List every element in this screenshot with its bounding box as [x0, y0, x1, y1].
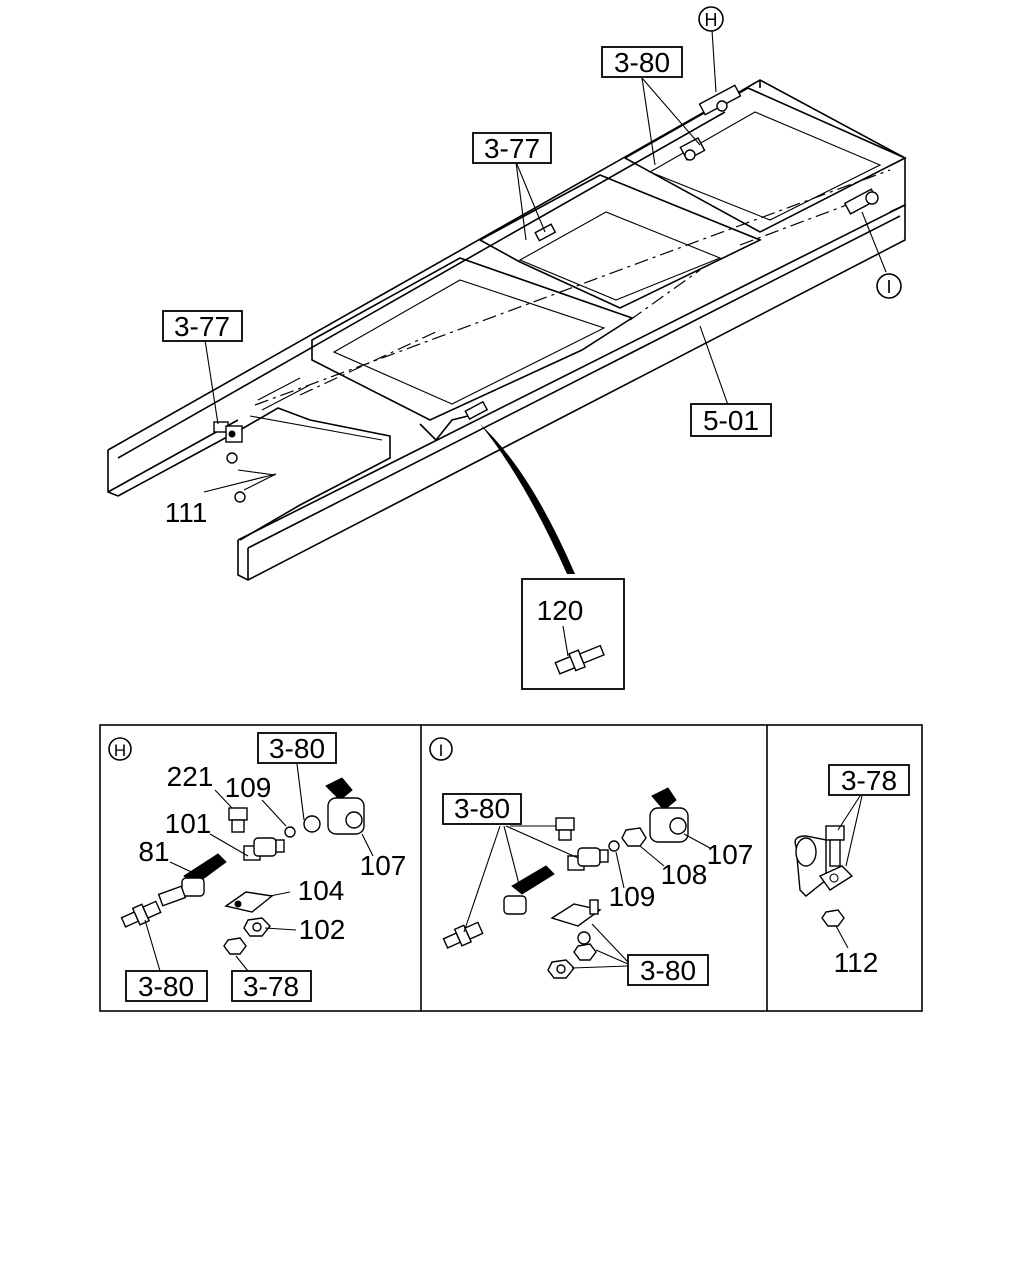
h-ref-3-80-bottom: 3-80: [138, 971, 194, 1002]
i-nipple-icon: [442, 921, 484, 949]
r-ref-3-78: 3-78: [841, 765, 897, 796]
detail-panels-frame: [99, 724, 923, 1012]
callout-3-77-mid: 3-77: [472, 132, 552, 164]
nut-102-icon: [243, 917, 271, 937]
h-label-107: 107: [360, 850, 407, 881]
svg-text:I: I: [886, 277, 891, 297]
h-label-101: 101: [165, 808, 212, 839]
callout-3-77-left: 3-77: [162, 310, 243, 342]
inset-120: 120: [521, 578, 625, 690]
h-label-81: 81: [138, 836, 169, 867]
i-washer-icon: [577, 931, 591, 945]
i-tee-fitting-icon: [567, 847, 609, 871]
i-bolt-icon: [555, 817, 575, 841]
svg-text:3-80: 3-80: [614, 47, 670, 78]
h-ref-3-78: 3-78: [243, 971, 299, 1002]
r-nut-112-icon: [821, 909, 845, 927]
i-nut2-icon: [573, 943, 597, 961]
i-plug-108-icon: [621, 827, 647, 847]
i-label-108: 108: [661, 859, 708, 890]
svg-text:3-77: 3-77: [174, 311, 230, 342]
nut-3-78-icon: [223, 937, 247, 955]
detail-h: H 3-80 221 109 101 81 107 104 102 3-80 3…: [108, 732, 407, 1002]
bracket-clamp-icon: [794, 835, 854, 897]
r-label-112: 112: [834, 947, 879, 978]
valve-top-icon: [679, 137, 706, 161]
h-label-221: 221: [167, 761, 214, 792]
chassis-frame: [107, 79, 907, 581]
h-label-104: 104: [298, 875, 345, 906]
tee-fitting-101-icon: [243, 837, 285, 861]
valve-h-icon: [698, 84, 742, 116]
detail-right: 3-78 112: [794, 764, 910, 978]
i-washer-109-icon: [608, 840, 620, 852]
h-label-109: 109: [225, 772, 272, 803]
callout-5-01: 5-01: [690, 403, 772, 437]
svg-text:I: I: [439, 741, 444, 760]
bracket-104-icon: [224, 891, 274, 913]
label-111: 111: [165, 497, 208, 528]
svg-text:H: H: [705, 10, 718, 30]
i-valve-107-icon: [649, 787, 689, 843]
callout-3-80-top: 3-80: [601, 46, 683, 78]
bolt-221-icon: [228, 807, 248, 833]
marker-h: H: [698, 6, 724, 32]
svg-text:H: H: [114, 741, 126, 760]
valve-left-icon: [213, 421, 246, 503]
frame-fittings: [213, 84, 879, 503]
nipple-120-icon: [554, 644, 605, 675]
svg-text:5-01: 5-01: [703, 405, 759, 436]
svg-text:120: 120: [537, 595, 584, 626]
r-bolt-icon: [825, 825, 845, 867]
i-label-107: 107: [707, 839, 754, 870]
marker-i: I: [876, 273, 902, 299]
detail-h-marker: H: [108, 737, 132, 761]
washer-109-icon: [284, 826, 296, 838]
valve-107-icon: [303, 777, 365, 835]
svg-text:3-77: 3-77: [484, 133, 540, 164]
detail-i-marker: I: [429, 737, 453, 761]
h-ref-3-80-top: 3-80: [269, 733, 325, 764]
i-ref-3-80-bottom: 3-80: [640, 955, 696, 986]
h-label-102: 102: [299, 914, 346, 945]
i-cock-icon: [503, 865, 555, 915]
detail-i: I 3-80 107 108 109 3-80: [429, 737, 754, 986]
cock-81-icon: [157, 853, 227, 907]
main-leaders: [203, 29, 887, 574]
fitting-mid-icon: [534, 223, 557, 242]
i-bracket-icon: [550, 899, 602, 927]
i-label-109: 109: [609, 881, 656, 912]
valve-i-icon: [843, 188, 879, 215]
nipple-icon: [120, 900, 162, 928]
i-nut-icon: [547, 959, 575, 979]
nipple-frame-icon: [464, 400, 489, 421]
i-ref-3-80-top: 3-80: [454, 793, 510, 824]
